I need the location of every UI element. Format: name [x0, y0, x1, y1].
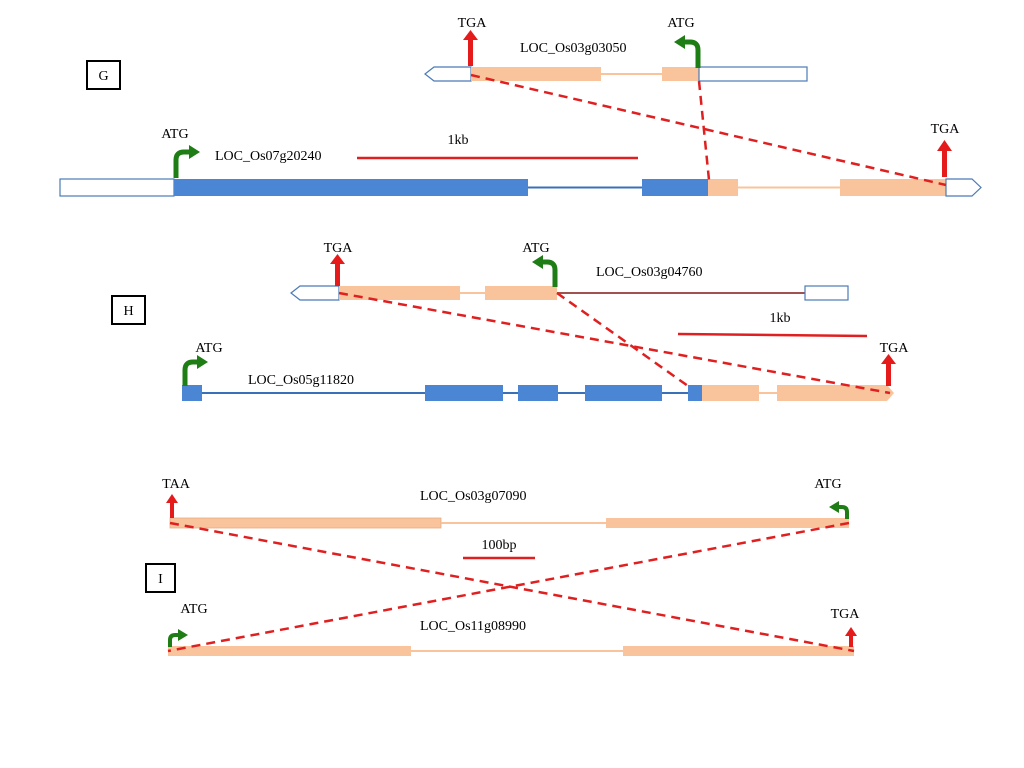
exon [425, 385, 503, 401]
stop-codon-arrow-icon [942, 149, 947, 177]
exon [168, 646, 411, 656]
correspondence-line [556, 291, 689, 388]
stop-codon-arrowhead-icon [463, 30, 478, 40]
exon [702, 385, 759, 401]
start-codon-arrowhead-icon [829, 501, 839, 513]
exon [642, 179, 708, 196]
correspondence-line [169, 521, 855, 653]
start-codon-arrow-icon [838, 505, 849, 519]
start-codon-label: ATG [195, 341, 222, 356]
gene-name-label: LOC_Os11g08990 [420, 619, 526, 634]
utr-3prime [290, 285, 340, 301]
exon [471, 67, 601, 81]
stop-codon-arrowhead-icon [881, 354, 896, 364]
exon [623, 646, 854, 656]
exon [662, 67, 699, 81]
gene-name-label: LOC_Os03g07090 [420, 489, 527, 504]
stop-codon-arrowhead-icon [845, 627, 857, 636]
exon [585, 385, 662, 401]
start-codon-arrow-icon [173, 149, 190, 178]
panel-g-letter: G [98, 69, 108, 84]
correspondence-line [167, 521, 850, 653]
scale-bar-label: 1kb [448, 133, 469, 148]
exon [182, 385, 202, 401]
start-codon-arrowhead-icon [674, 35, 685, 49]
panel-i-letter: I [158, 572, 163, 587]
gene-name-label: LOC_Os07g20240 [215, 149, 322, 164]
gene-name-label: LOC_Os05g11820 [248, 373, 354, 388]
panel-g: G LOC_Os03g03050 TGA ATG 1kb [59, 16, 982, 197]
utr-5prime [59, 178, 175, 197]
exon [169, 517, 442, 529]
exon [708, 179, 738, 196]
utr-5prime [804, 285, 849, 301]
scale-bar [677, 332, 868, 338]
stop-codon-arrow-icon [849, 634, 853, 647]
gene-loc-os05g11820: LOC_Os05g11820 ATG TGA [182, 341, 909, 401]
exon [840, 179, 946, 196]
start-codon-label: ATG [161, 127, 188, 142]
panel-h-letter: H [123, 304, 133, 319]
panel-h-box [111, 295, 146, 325]
gene-loc-os07g20240: LOC_Os07g20240 ATG TGA [59, 122, 982, 197]
gene-name-label: LOC_Os03g03050 [520, 41, 627, 56]
gene-loc-os11g08990: LOC_Os11g08990 ATG TGA [168, 602, 860, 656]
gene-loc-os03g04760: LOC_Os03g04760 TGA ATG [290, 241, 849, 301]
correspondence-line [338, 291, 891, 395]
utr-5prime [698, 66, 808, 82]
scale-bar-label: 1kb [770, 311, 791, 326]
exon [777, 385, 894, 401]
exon [339, 286, 460, 300]
stop-codon-arrow-icon [170, 501, 174, 518]
exon [606, 518, 849, 528]
exon [174, 179, 528, 196]
start-codon-arrowhead-icon [197, 355, 208, 369]
utr-3prime [945, 178, 982, 197]
stop-codon-label: TGA [880, 341, 910, 356]
start-codon-arrow-icon [182, 359, 198, 386]
gene-name-label: LOC_Os03g04760 [596, 265, 703, 280]
panel-h: H LOC_Os03g04760 TGA ATG 1kb [111, 241, 909, 401]
panel-i: I LOC_Os03g07090 TAA ATG 100bp LOC_Os11g… [145, 477, 860, 656]
start-codon-arrowhead-icon [189, 145, 200, 159]
correspondence-line [697, 80, 711, 181]
start-codon-label: ATG [180, 602, 207, 617]
panel-g-box [86, 60, 121, 90]
start-codon-arrowhead-icon [178, 629, 188, 641]
start-codon-label: ATG [522, 241, 549, 256]
stop-codon-label: TGA [931, 122, 961, 137]
scale-bar-label: 100bp [482, 538, 517, 553]
exon [518, 385, 558, 401]
stop-codon-arrowhead-icon [330, 254, 345, 264]
gene-loc-os03g07090: LOC_Os03g07090 TAA ATG [162, 477, 849, 529]
correspondence-line [470, 73, 947, 187]
start-codon-arrowhead-icon [532, 255, 543, 269]
gene-loc-os03g03050: LOC_Os03g03050 TGA ATG [424, 16, 808, 82]
stop-codon-arrowhead-icon [166, 494, 178, 503]
start-codon-arrow-icon [542, 259, 558, 287]
utr-3prime [424, 66, 472, 82]
start-codon-label: ATG [667, 16, 694, 31]
panel-i-box [145, 563, 176, 593]
exon [485, 286, 557, 300]
start-codon-label: ATG [814, 477, 841, 492]
start-codon-arrow-icon [168, 633, 179, 647]
stop-codon-label: TAA [162, 477, 191, 492]
stop-codon-arrow-icon [335, 262, 340, 286]
start-codon-arrow-icon [684, 39, 701, 68]
stop-codon-arrowhead-icon [937, 140, 952, 151]
stop-codon-label: TGA [458, 16, 488, 31]
stop-codon-arrow-icon [468, 38, 473, 66]
stop-codon-arrow-icon [886, 362, 891, 386]
stop-codon-label: TGA [324, 241, 354, 256]
exon [688, 385, 702, 401]
stop-codon-label: TGA [831, 607, 861, 622]
